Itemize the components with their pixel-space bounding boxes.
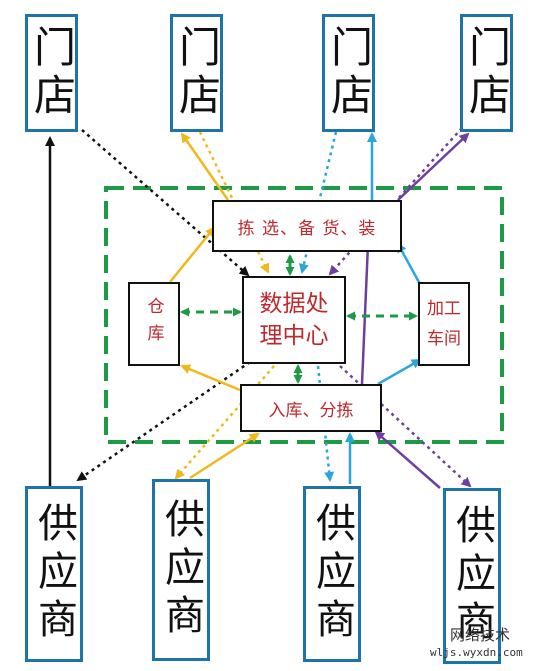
- store-2: 门店: [170, 14, 223, 132]
- arrow-receiving-to-picking: [360, 242, 373, 385]
- picking-label: 拣 选、备 货、装: [237, 218, 377, 239]
- arrow-supplier2-to-receiving: [189, 432, 260, 480]
- receiving-label: 入库、分拣: [268, 400, 354, 421]
- picking-node: 拣 选、备 货、装: [212, 200, 402, 252]
- arrow-picking-to-store4: [397, 132, 470, 201]
- arrow-receiving-to-processing: [377, 358, 422, 386]
- supplier-4: 供应商: [443, 488, 501, 664]
- warehouse-label: 仓库: [143, 297, 164, 351]
- supplier-label: 供应商: [449, 504, 495, 648]
- supplier-label: 供应商: [309, 502, 355, 646]
- arrow-supplier4-to-receiving: [374, 430, 441, 489]
- processing-label: 加工车间: [427, 299, 461, 349]
- arrow-datacenter-to-supplier1: [76, 360, 251, 482]
- store-label: 门店: [324, 25, 374, 121]
- arrow-picking-to-store2: [180, 132, 230, 201]
- store-3: 门店: [322, 14, 375, 132]
- store-1: 门店: [25, 14, 78, 132]
- supplier-label: 供应商: [158, 498, 204, 642]
- data-center-label: 数据处理中心: [259, 291, 329, 349]
- arrow-warehouse-to-picking: [169, 226, 216, 283]
- store-label: 门店: [172, 25, 222, 121]
- watermark-title: 网络技术: [450, 626, 511, 644]
- store-label: 门店: [462, 25, 512, 121]
- arrow-receiving-to-warehouse: [180, 364, 241, 392]
- receiving-node: 入库、分拣: [240, 384, 382, 432]
- supplier-2: 供应商: [152, 479, 210, 661]
- processing-node: 加工车间: [418, 282, 470, 366]
- warehouse-boundary: [104, 186, 504, 444]
- store-4: 门店: [460, 14, 513, 132]
- data-center-node: 数据处理中心: [242, 276, 346, 364]
- supplier-3: 供应商: [303, 486, 361, 662]
- supplier-label: 供应商: [31, 502, 77, 646]
- supplier-1: 供应商: [25, 486, 83, 662]
- warehouse-node: 仓库: [128, 282, 180, 366]
- store-label: 门店: [27, 25, 77, 121]
- watermark-url: wljs.wyxdn.com: [430, 646, 523, 659]
